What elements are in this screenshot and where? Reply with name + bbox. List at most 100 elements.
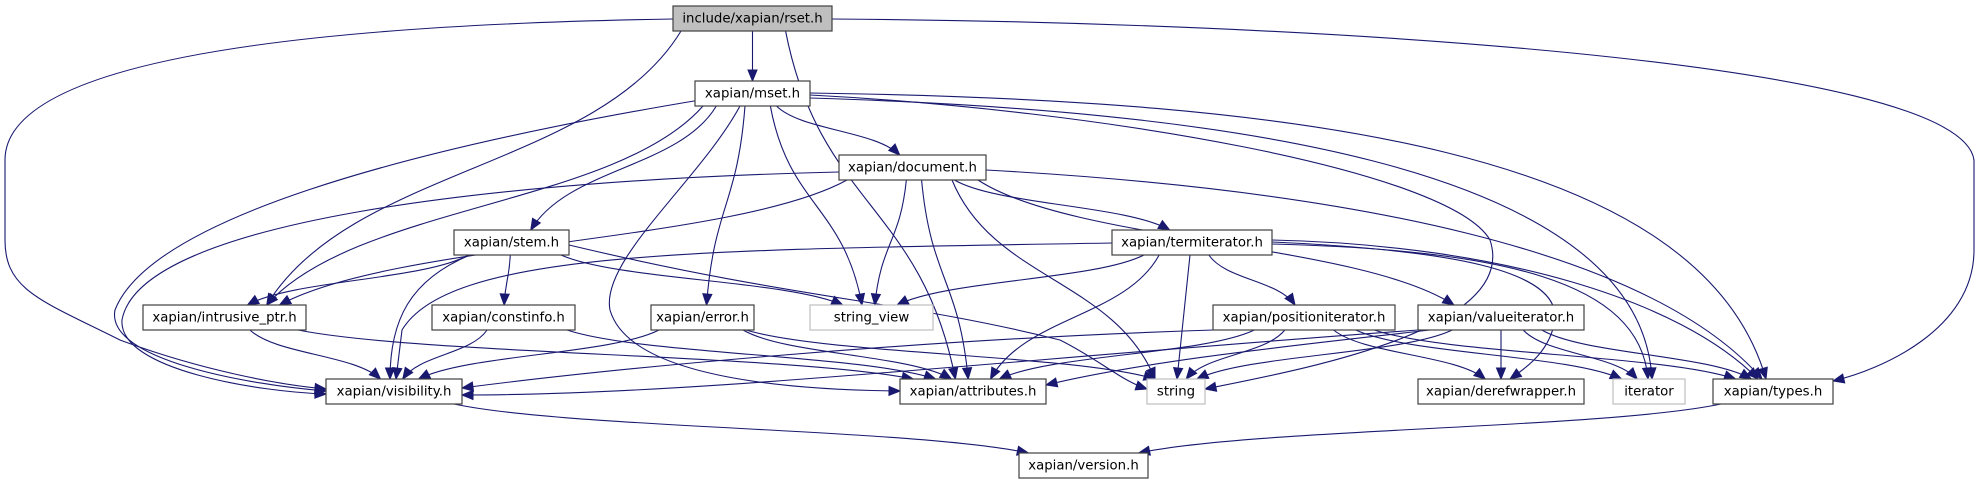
arrowhead-icon (888, 385, 902, 397)
node-termiterator[interactable]: xapian/termiterator.h (1111, 229, 1273, 256)
arrowhead-icon (887, 143, 901, 156)
edge-line (1271, 239, 1759, 380)
node-version[interactable]: xapian/version.h (1018, 452, 1149, 479)
edge-line (297, 329, 914, 380)
edge-line (1045, 329, 1431, 386)
edge-mset-to-document (776, 105, 901, 156)
edge-valueiterator-to-iterator (1522, 329, 1639, 380)
node-valueiterator[interactable]: xapian/valueiterator.h (1417, 304, 1585, 331)
node-box (899, 378, 1047, 405)
edge-line (608, 105, 901, 392)
node-string-view[interactable]: string_view (809, 304, 934, 331)
edge-stem-to-visibility (384, 254, 471, 381)
edge-line (1333, 329, 1486, 380)
edge-rset-to-intrusive_ptr (266, 30, 682, 307)
arrowhead-icon (1608, 369, 1623, 380)
arrowhead-icon (854, 292, 866, 307)
arrowhead-icon (1746, 367, 1759, 380)
arrowhead-icon (938, 368, 953, 380)
edge-intrusive_ptr-to-visibility (249, 329, 382, 380)
node-visibility[interactable]: xapian/visibility.h (325, 378, 463, 405)
edge-document-to-string_view (870, 179, 907, 307)
edge-valueiterator-to-derefwrapper (1495, 330, 1507, 381)
edge-stem-to-intrusive_ptr (246, 254, 469, 306)
edge-termiterator-to-attributes (989, 254, 1160, 381)
edge-line (1138, 403, 1722, 454)
arrowhead-icon (989, 366, 1001, 381)
node-label: xapian/positioniterator.h (1223, 311, 1386, 326)
arrowhead-icon (961, 367, 973, 381)
node-document[interactable]: xapian/document.h (838, 154, 987, 181)
node-label: iterator (1624, 385, 1674, 400)
node-box (1417, 304, 1585, 331)
edge-mset-to-intrusive_ptr (265, 105, 704, 306)
node-types[interactable]: xapian/types.h (1712, 378, 1834, 405)
node-box (1417, 378, 1585, 405)
edge-line (831, 18, 1975, 382)
node-label: xapian/derefwrapper.h (1426, 385, 1576, 400)
node-positioniterator[interactable]: xapian/positioniterator.h (1212, 304, 1396, 331)
arrowhead-icon (392, 366, 403, 381)
edge-line (1176, 254, 1191, 380)
edge-termiterator-to-string (1172, 254, 1191, 381)
edge-termiterator-to-iterator (1271, 243, 1653, 381)
node-derefwrapper[interactable]: xapian/derefwrapper.h (1417, 378, 1585, 405)
arrowhead-icon (417, 369, 432, 380)
arrowhead-icon (1831, 373, 1846, 384)
node-label: xapian/types.h (1724, 385, 1823, 400)
node-label: string_view (834, 311, 910, 326)
node-intrusive-ptr[interactable]: xapian/intrusive_ptr.h (142, 304, 307, 331)
node-box (694, 80, 811, 107)
node-mset[interactable]: xapian/mset.h (694, 80, 811, 107)
node-label: xapian/document.h (848, 161, 977, 176)
node-box (325, 378, 463, 405)
edge-line (566, 329, 936, 380)
arrowhead-icon (948, 366, 959, 381)
edge-line (1208, 254, 1296, 306)
arrowhead-icon (1172, 367, 1184, 381)
node-box (1111, 229, 1273, 256)
edge-line (402, 329, 488, 380)
node-box (1612, 378, 1686, 405)
node-label: xapian/termiterator.h (1121, 236, 1263, 251)
edge-types-to-version (1137, 403, 1722, 456)
edge-visibility-to-version (453, 403, 1030, 456)
edge-line (809, 92, 1767, 380)
node-label: string (1157, 385, 1195, 400)
node-box (809, 304, 934, 331)
arrowhead-icon (1641, 367, 1653, 381)
arrowhead-icon (1203, 381, 1218, 392)
edge-line (896, 254, 1145, 306)
node-box (1146, 378, 1206, 405)
arrowhead-icon (1625, 367, 1639, 380)
edge-line (1374, 329, 1736, 380)
edge-mset-to-visibility (114, 99, 701, 396)
arrowhead-icon (870, 293, 882, 307)
arrowhead-icon (460, 381, 475, 392)
edge-line (266, 105, 704, 306)
edge-line (1522, 329, 1638, 380)
edge-line (1271, 243, 1649, 380)
edge-positioniterator-to-types (1374, 329, 1737, 381)
edge-document-to-attributes (921, 179, 973, 381)
node-stem[interactable]: xapian/stem.h (453, 229, 570, 256)
arrowhead-icon (1134, 380, 1149, 391)
edge-line (809, 94, 1494, 390)
node-error[interactable]: xapian/error.h (650, 304, 755, 331)
node-iterator[interactable]: iterator (1612, 378, 1686, 405)
edge-line (990, 254, 1160, 380)
edge-line (461, 329, 1214, 389)
arrowhead-icon (1284, 292, 1296, 307)
edge-positioniterator-to-visibility (460, 329, 1214, 392)
node-string[interactable]: string (1146, 378, 1206, 405)
node-label: xapian/valueiterator.h (1428, 311, 1574, 326)
node-constinfo[interactable]: xapian/constinfo.h (431, 304, 576, 331)
edge-line (1355, 329, 1622, 380)
edge-stem-to-constinfo (499, 254, 511, 307)
node-label: xapian/version.h (1028, 459, 1139, 474)
node-attributes[interactable]: xapian/attributes.h (899, 378, 1047, 405)
edge-line (249, 329, 381, 380)
edge-mset-to-string_view (769, 105, 866, 307)
edge-error-to-attributes (742, 329, 953, 380)
edge-line (809, 97, 1653, 380)
